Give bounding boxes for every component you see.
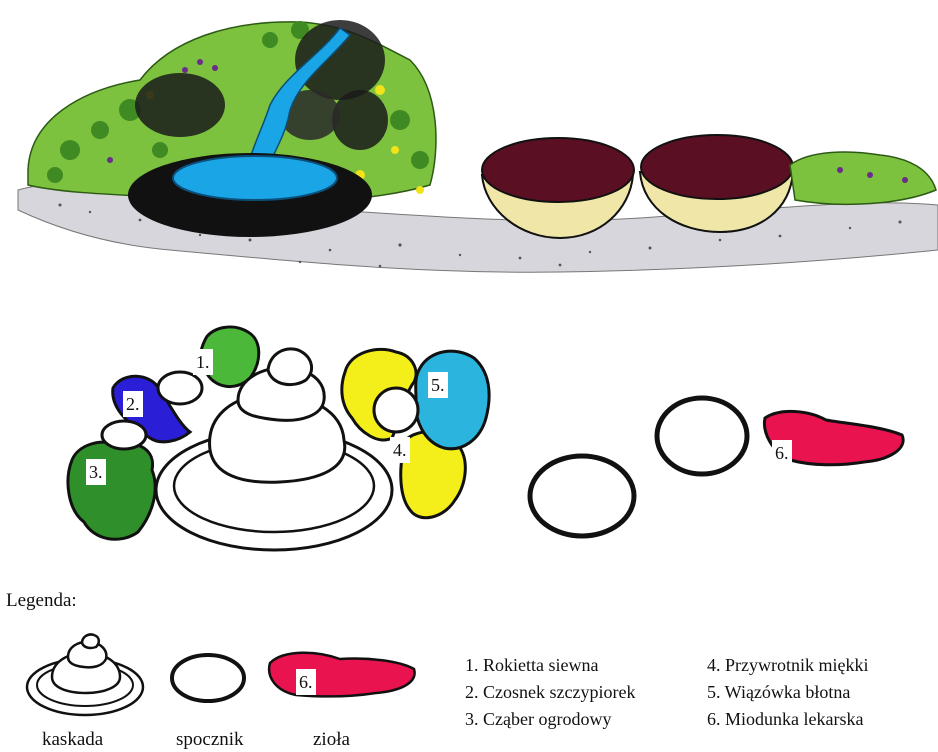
legend-herbs-icon xyxy=(269,653,414,697)
plant-item-4: 4. Przywrotnik miękki xyxy=(707,655,868,675)
patch-3 xyxy=(68,442,155,539)
pond-water xyxy=(173,156,337,200)
marker-1: 1. xyxy=(193,349,213,375)
rest-spot-2 xyxy=(657,398,747,474)
legend-symbols xyxy=(0,625,440,725)
legend-cascade-icon xyxy=(27,634,143,715)
garden-plan xyxy=(0,300,938,560)
marker-4: 4. xyxy=(390,437,410,463)
stone-c xyxy=(374,388,418,432)
legend-label-herbs: zioła xyxy=(313,729,350,751)
rest-spot-1 xyxy=(530,456,634,536)
stone-a xyxy=(158,372,202,404)
stone-b xyxy=(102,421,146,449)
plant-item-3: 3. Cząber ogrodowy xyxy=(465,709,611,729)
legend-herbs-marker: 6. xyxy=(296,669,316,695)
cascade-top xyxy=(268,349,312,385)
rock-2 xyxy=(135,73,225,137)
marker-6: 6. xyxy=(772,440,792,466)
patch-5 xyxy=(416,351,489,449)
marker-3: 3. xyxy=(86,459,106,485)
shrubs-right xyxy=(790,152,936,204)
legend-label-cascade: kaskada xyxy=(42,729,103,751)
rock-3 xyxy=(332,90,388,150)
marker-2: 2. xyxy=(123,391,143,417)
legend-rest-icon xyxy=(172,655,244,701)
plant-item-1: 1. Rokietta siewna xyxy=(465,655,598,675)
legend-title: Legenda: xyxy=(6,590,77,612)
plant-item-6: 6. Miodunka lekarska xyxy=(707,709,863,729)
legend-label-rest: spocznik xyxy=(176,729,244,751)
plant-item-5: 5. Wiązówka błotna xyxy=(707,682,850,702)
plant-item-2: 2. Czosnek szczypiorek xyxy=(465,682,635,702)
marker-5: 5. xyxy=(428,372,448,398)
garden-sketch xyxy=(0,0,938,290)
